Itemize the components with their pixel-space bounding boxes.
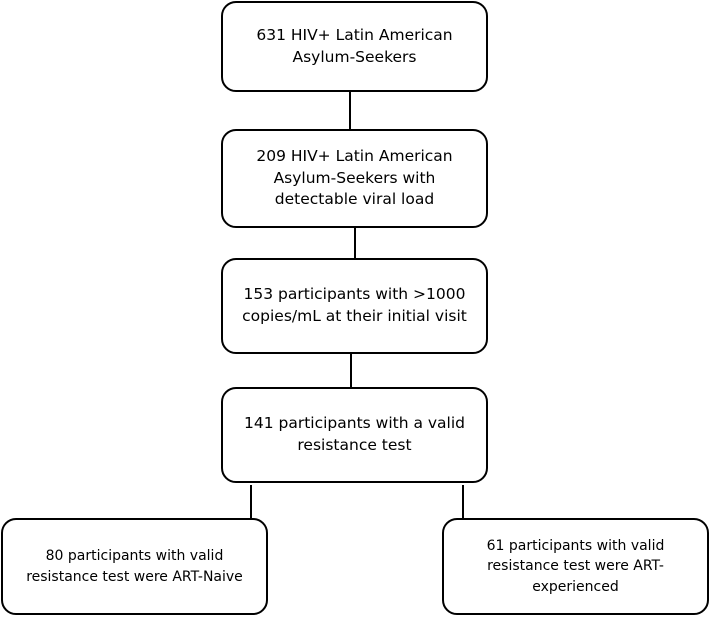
node-label: 61 participants with valid resistance te… [486, 538, 665, 595]
node-valid-resistance-test: 141 participants with a valid resistance… [221, 387, 488, 483]
node-label: 209 HIV+ Latin American Asylum-Seekers w… [256, 146, 453, 209]
node-detectable-viral-load: 209 HIV+ Latin American Asylum-Seekers w… [221, 129, 488, 228]
node-over-1000-copies: 153 participants with >1000 copies/mL at… [221, 258, 488, 354]
node-art-naive: 80 participants with valid resistance te… [1, 518, 268, 615]
node-art-experienced: 61 participants with valid resistance te… [442, 518, 709, 615]
node-label: 631 HIV+ Latin American Asylum-Seekers [256, 25, 453, 66]
node-label: 153 participants with >1000 copies/mL at… [242, 285, 467, 325]
node-label: 141 participants with a valid resistance… [243, 414, 466, 454]
node-label: 80 participants with valid resistance te… [26, 548, 243, 585]
node-total-asylum-seekers: 631 HIV+ Latin American Asylum-Seekers [221, 1, 488, 92]
